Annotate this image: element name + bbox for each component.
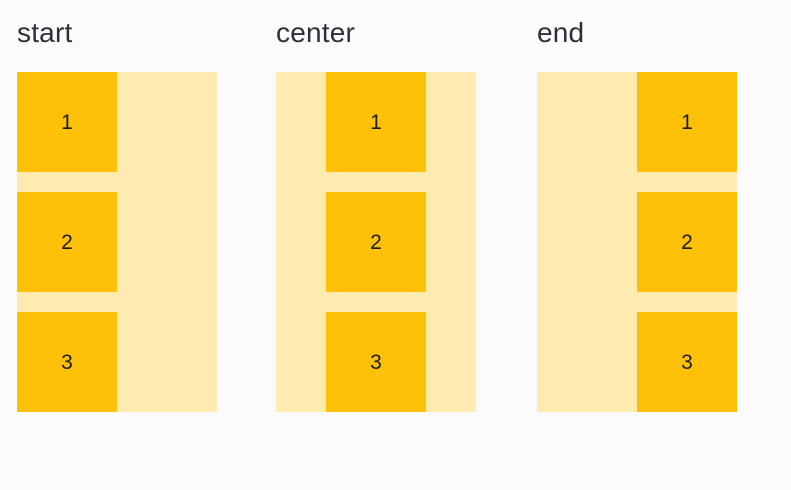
- flex-item-label: 1: [61, 110, 73, 134]
- flex-item: 1: [326, 72, 426, 172]
- flex-item: 3: [326, 312, 426, 412]
- flex-item-label: 3: [61, 350, 73, 374]
- flex-item-label: 1: [370, 110, 382, 134]
- flex-item-label: 2: [370, 230, 382, 254]
- flex-item-label: 3: [681, 350, 693, 374]
- flex-item: 1: [637, 72, 737, 172]
- flex-item: 3: [637, 312, 737, 412]
- flex-item-label: 2: [681, 230, 693, 254]
- column-label-start: start: [17, 17, 73, 48]
- column-label-end: end: [537, 17, 585, 48]
- flex-item-label: 3: [370, 350, 382, 374]
- flex-item: 3: [17, 312, 117, 412]
- flex-item: 2: [637, 192, 737, 292]
- flex-item: 2: [17, 192, 117, 292]
- flex-item-label: 1: [681, 110, 693, 134]
- column-label-center: center: [276, 17, 356, 48]
- flex-container-center: 1 2 3: [276, 72, 476, 412]
- flex-item-label: 2: [61, 230, 73, 254]
- flex-item: 2: [326, 192, 426, 292]
- flex-container-end: 1 2 3: [537, 72, 737, 412]
- flex-container-start: 1 2 3: [17, 72, 217, 412]
- flex-item: 1: [17, 72, 117, 172]
